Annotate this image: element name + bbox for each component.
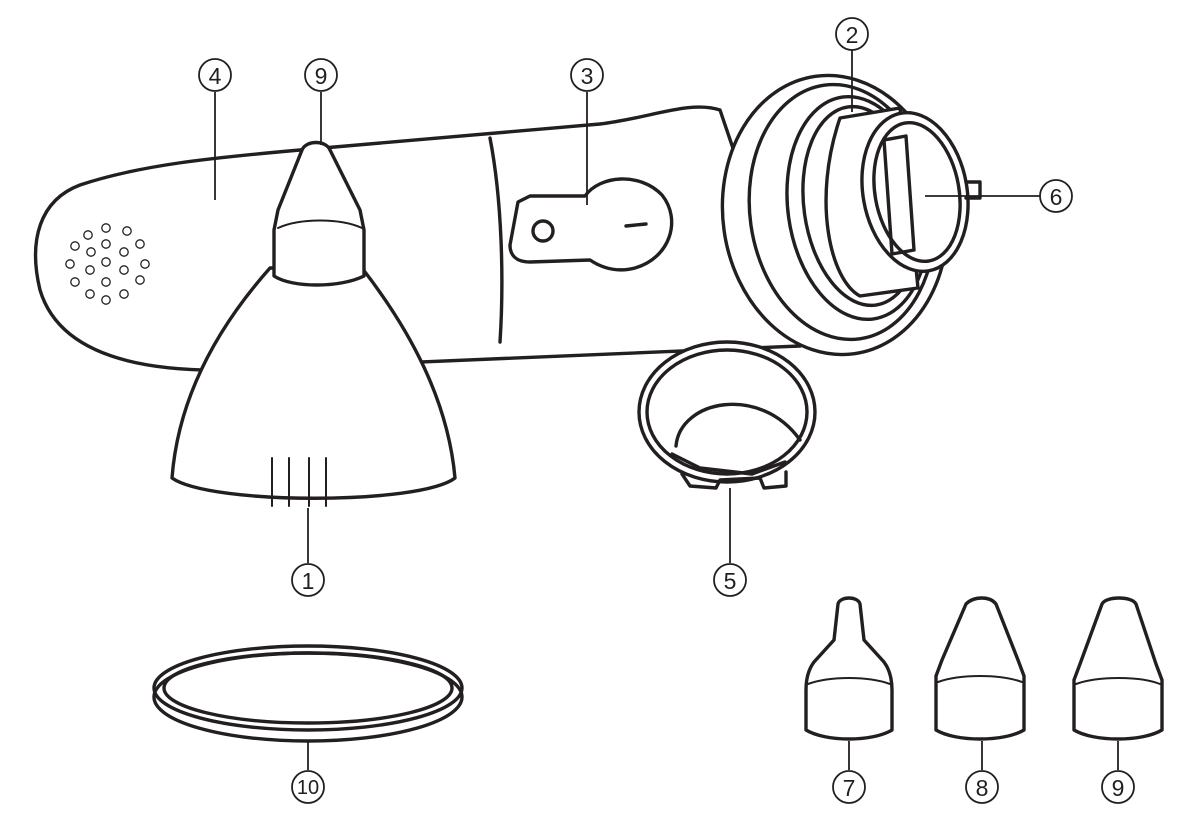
cap-rim [637,340,817,484]
callout-10: 10 [291,770,325,804]
callout-9-spare: 9 [1101,770,1135,804]
callout-6-label: 6 [1050,184,1063,210]
callout-7: 7 [832,770,866,804]
callout-3: 3 [570,58,604,92]
spare-tip-8 [934,596,1026,741]
cone-attachment [170,266,457,500]
leader-lines [214,50,1119,770]
callout-9-body: 9 [304,58,338,92]
callout-1: 1 [291,563,325,597]
cap-inner-curve [674,402,802,448]
probe-notch [964,180,982,200]
callout-2-label: 2 [846,22,859,48]
power-switch [508,177,674,272]
cone-nozzle [272,140,366,287]
o-ring-top [152,644,464,732]
callout-3-label: 3 [581,63,594,89]
switch-housing [508,177,674,272]
callout-6: 6 [1039,179,1073,213]
callout-8: 8 [965,770,999,804]
callout-1-label: 1 [302,568,315,594]
head-assembly [720,73,982,357]
callout-9-spare-label: 9 [1112,775,1125,801]
handle-seam [488,136,504,344]
callout-4-label: 4 [209,63,222,89]
callout-4: 4 [198,58,232,92]
callout-10-label: 10 [297,777,319,799]
o-ring [152,644,464,743]
callout-5: 5 [713,563,747,597]
callout-8-label: 8 [976,775,989,801]
probe-tip-inner [872,120,962,264]
nozzle-on-body [170,140,457,507]
callout-2: 2 [835,17,869,51]
callout-5-label: 5 [724,568,737,594]
spare-tip-9 [1072,596,1164,741]
switch-bar [624,222,648,228]
callout-7-label: 7 [843,775,856,801]
cap-rim-inner [645,348,809,476]
device-body [33,105,802,372]
probe-slot [882,134,916,256]
callout-9-body-label: 9 [315,63,328,89]
o-ring-inner [162,651,454,725]
speaker-grille [65,223,150,305]
spare-tip-7 [804,596,894,741]
cap-lip [670,452,787,476]
lens-cap [637,340,817,490]
nozzle-band [277,219,363,229]
switch-dot [531,219,555,243]
handle-outline [33,105,802,372]
cap-tabs [680,470,788,490]
